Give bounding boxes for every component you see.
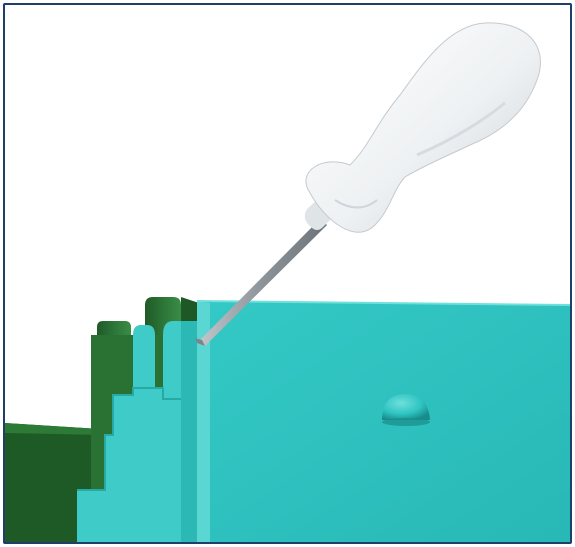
illustration-frame [3, 3, 572, 544]
screwdriver-icon [195, 23, 540, 346]
illustration-canvas [5, 5, 570, 542]
